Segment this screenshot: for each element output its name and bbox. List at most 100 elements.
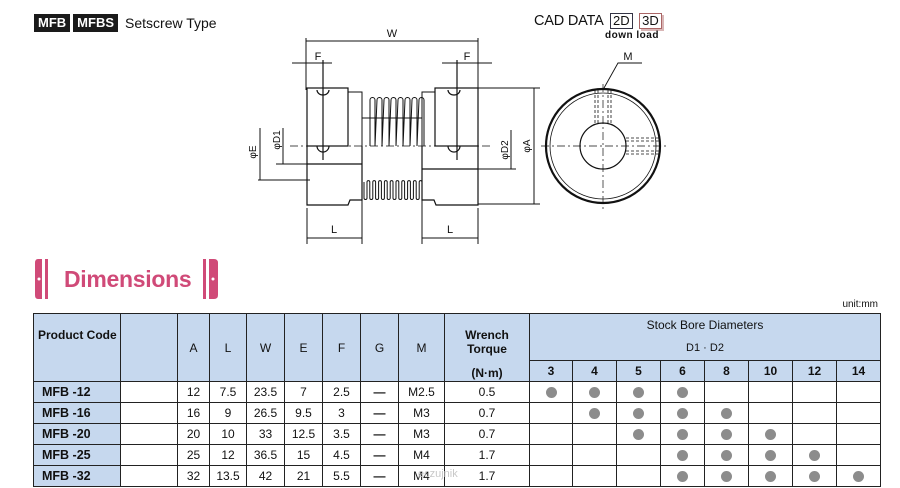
product-code: MFB -12 [33,381,121,403]
header-g: G [360,313,399,382]
bore-cell-8 [704,465,749,487]
cell-a: 32 [177,465,210,487]
cell-w: 36.5 [246,444,285,466]
header-stock-bore: Stock Bore Diameters [529,313,881,336]
tag-mfbs: MFBS [73,14,119,32]
dim-phi-e-d1: φE φD1 [248,128,310,181]
cell-a: 20 [177,423,210,445]
header-f: F [322,313,361,382]
cell-a: 16 [177,402,210,424]
cell-torque: 0.5 [444,381,530,403]
product-code: MFB -16 [33,402,121,424]
cell-w: 33 [246,423,285,445]
available-dot-icon [589,408,600,420]
available-dot-icon [633,408,644,420]
bellows [348,91,435,200]
header-m: M [398,313,445,382]
cell-f: 2.5 [322,381,361,403]
cad-data: CAD DATA 2D 3D down load [534,12,662,41]
header-bore-3: 3 [529,360,573,382]
header-bore-5: 5 [616,360,661,382]
bore-cell-12 [792,444,837,466]
cell-w: 42 [246,465,285,487]
cad-label: CAD DATA [534,13,604,29]
available-dot-icon [721,450,732,462]
cell-g: — [360,465,399,487]
header-l: L [209,313,247,382]
bore-cell-5 [616,381,661,403]
technical-drawing: W F F L [248,28,668,244]
bore-cell-5 [616,444,661,466]
available-dot-icon [721,429,732,441]
header-blank [120,313,178,382]
header-product-code: Product Code [33,313,121,382]
bore-cell-6 [660,465,705,487]
header-bore-6: 6 [660,360,705,382]
bore-cell-10 [748,402,793,424]
end-view: M [541,51,668,210]
blank-cell [120,402,178,424]
svg-text:L: L [447,224,453,236]
bore-cell-6 [660,381,705,403]
blank-cell [120,423,178,445]
header-bore-10: 10 [748,360,793,382]
available-dot-icon [589,387,600,399]
bore-cell-10 [748,423,793,445]
bore-cell-6 [660,423,705,445]
cell-e: 21 [284,465,323,487]
product-code: MFB -32 [33,465,121,487]
available-dot-icon [765,450,776,462]
header-bore-4: 4 [572,360,617,382]
bore-cell-5 [616,402,661,424]
tag-mfb: MFB [34,14,71,32]
bore-cell-14 [836,423,881,445]
bore-cell-3 [529,423,573,445]
cell-m: M4 [398,444,445,466]
cad-2d-button[interactable]: 2D [610,13,633,29]
available-dot-icon [677,450,688,462]
bore-cell-4 [572,444,617,466]
available-dot-icon [809,450,820,462]
cell-g: — [360,381,399,403]
blank-cell [120,465,178,487]
dim-l-right: L [421,200,479,244]
bore-cell-10 [748,465,793,487]
bore-cell-10 [748,381,793,403]
svg-text:φD1: φD1 [272,130,283,150]
blank-cell [120,444,178,466]
cell-l: 10 [209,423,247,445]
bore-cell-4 [572,465,617,487]
cell-l: 12 [209,444,247,466]
cell-a: 25 [177,444,210,466]
available-dot-icon [677,471,688,483]
bore-cell-3 [529,381,573,403]
cad-3d-button[interactable]: 3D [639,13,662,29]
available-dot-icon [765,429,776,441]
cell-f: 3.5 [322,423,361,445]
cell-torque: 1.7 [444,444,530,466]
dim-phi-d2-a: φD2 φA [478,87,540,205]
available-dot-icon [677,429,688,441]
watermark: eczujnik [418,468,458,480]
cell-w: 23.5 [246,381,285,403]
dim-w: W [305,28,479,90]
cell-e: 12.5 [284,423,323,445]
available-dot-icon [677,408,688,420]
bore-cell-8 [704,402,749,424]
header-a: A [177,313,210,382]
cell-m: M3 [398,402,445,424]
bore-cell-12 [792,423,837,445]
bore-cell-4 [572,402,617,424]
download-label: down load [605,30,659,41]
cell-g: — [360,444,399,466]
dim-l-left: L [306,200,363,244]
label-w: W [387,28,398,40]
cell-g: — [360,423,399,445]
bore-cell-5 [616,465,661,487]
bore-cell-8 [704,423,749,445]
svg-text:F: F [315,51,322,63]
